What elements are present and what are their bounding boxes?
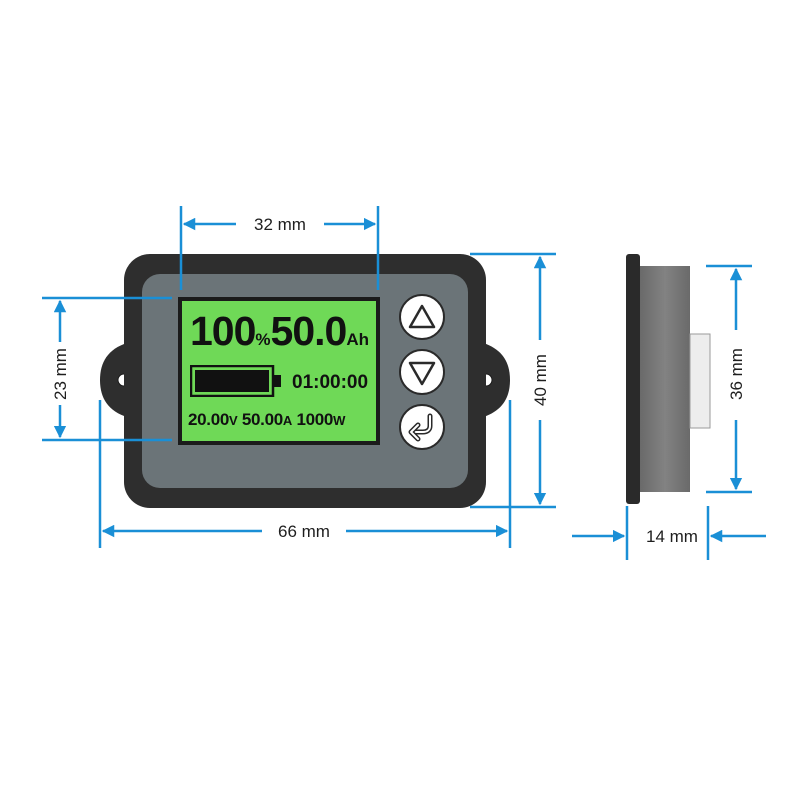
front-view [100, 254, 510, 508]
elapsed-time: 01:00:00 [292, 372, 369, 393]
dim-label-front-height: 40 mm [531, 354, 550, 406]
voltage-value: 20.00 [188, 410, 230, 429]
up-triangle-icon [408, 304, 436, 329]
dimension-lines [42, 206, 766, 560]
dim-label-front-width: 66 mm [278, 522, 330, 541]
capacity-unit: Ah [346, 330, 370, 349]
dim-label-screen-height: 23 mm [51, 348, 70, 400]
up-button[interactable] [399, 294, 445, 340]
voltage-unit: V [229, 413, 238, 428]
current-unit: A [282, 413, 292, 428]
side-bezel [626, 254, 640, 504]
side-connector [689, 333, 711, 429]
lcd-readout: 100%50.0Ah 01:00:00 20.00V 50.00A 1000W [182, 301, 376, 441]
percent-value: 100 [190, 308, 256, 354]
lcd-row-primary: 100%50.0Ah [190, 311, 369, 352]
dim-label-side-height: 36 mm [727, 348, 746, 400]
capacity-value: 50.0 [270, 308, 348, 354]
dim-label-side-depth: 14 mm [646, 527, 698, 546]
side-view [626, 254, 711, 504]
battery-level-fill [195, 370, 269, 392]
down-triangle-icon [408, 361, 436, 386]
down-button[interactable] [399, 349, 445, 395]
power-unit: W [333, 413, 346, 428]
enter-button[interactable] [399, 404, 445, 450]
enter-return-icon [408, 413, 433, 442]
current-value: 50.00 [241, 410, 283, 429]
lcd-row-electrical: 20.00V 50.00A 1000W [188, 410, 345, 430]
percent-unit: % [255, 330, 271, 349]
side-body [640, 266, 690, 492]
battery-icon [190, 365, 281, 397]
dim-label-screen-width: 32 mm [254, 215, 306, 234]
power-value: 1000 [296, 410, 334, 429]
